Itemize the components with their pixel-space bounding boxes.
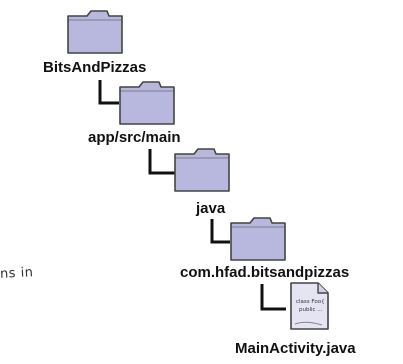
- connector-2: [148, 149, 175, 175]
- folder-icon: [230, 217, 286, 261]
- file-snippet-line1: class Foo{: [296, 299, 325, 305]
- connector-1: [98, 80, 119, 105]
- folder-label-java: java: [196, 200, 226, 217]
- connector-3: [210, 219, 230, 244]
- file-label-mainactivity: MainActivity.java: [235, 340, 356, 357]
- folder-icon: [119, 81, 175, 125]
- file-snippet-line2: public ...: [299, 307, 323, 313]
- folder-label-bitsandpizzas: BitsAndPizzas: [43, 59, 147, 76]
- connector-4: [260, 284, 286, 311]
- folder-label-app-src-main: app/src/main: [88, 129, 181, 146]
- java-file-icon: class Foo{ public ...: [290, 282, 329, 330]
- handwritten-note: ns in: [0, 265, 34, 282]
- folder-icon: [67, 10, 123, 54]
- folder-icon: [174, 148, 230, 192]
- folder-label-com-hfad-bitsandpizzas: com.hfad.bitsandpizzas: [180, 264, 350, 281]
